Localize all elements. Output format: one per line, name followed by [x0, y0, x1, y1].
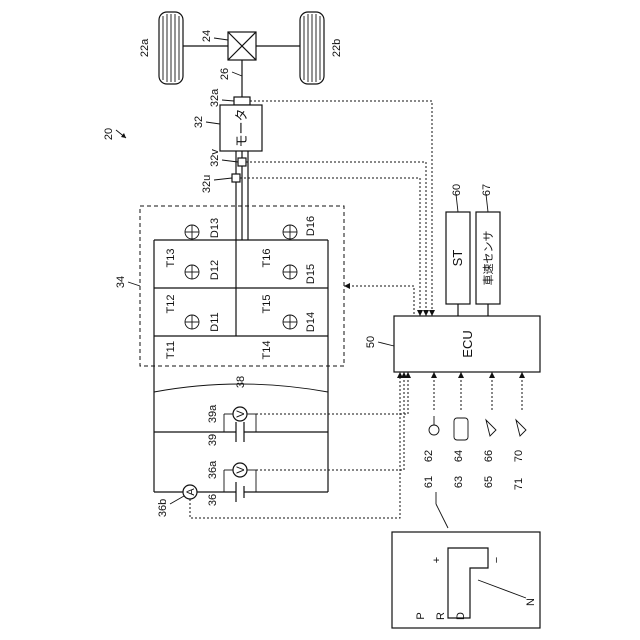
- label-t12: T12: [165, 295, 177, 314]
- transistor-t13: [185, 225, 199, 239]
- label-39a: 39a: [207, 404, 219, 423]
- shift-lever-sensor-63: [454, 418, 468, 440]
- gauge-v-39a: V: [235, 410, 247, 418]
- shift-r-label: R: [435, 612, 447, 620]
- rotation-sensor-32a: [234, 97, 250, 105]
- label-50: 50: [365, 336, 377, 348]
- shift-d-label: D: [455, 612, 467, 620]
- accelerator-pedal-sensor-65: [486, 420, 496, 436]
- transistor-t15: [283, 265, 297, 279]
- label-38: 38: [235, 376, 247, 388]
- label-d12: D12: [209, 260, 221, 280]
- transistor-t16: [283, 225, 297, 239]
- speed-sensor-text: 車速センサ: [481, 231, 495, 286]
- label-n: N: [525, 598, 537, 606]
- label-22a: 22a: [139, 38, 151, 57]
- label-71: 71: [513, 478, 525, 490]
- ignition-switch-62: [429, 416, 439, 435]
- label-24: 24: [201, 30, 213, 42]
- current-sensor-32v: [238, 158, 246, 166]
- label-66: 66: [483, 450, 495, 462]
- ecu-text: ECU: [460, 330, 475, 357]
- label-64: 64: [453, 450, 465, 462]
- label-65: 65: [483, 476, 495, 488]
- label-60: 60: [451, 184, 463, 196]
- signal-line-36b: [190, 372, 400, 518]
- signal-line-32a: [250, 101, 432, 316]
- signal-line-32v: [246, 162, 426, 316]
- label-22b: 22b: [331, 39, 343, 57]
- shift-minus-label: −: [491, 557, 503, 563]
- drivetrain: [159, 12, 324, 105]
- label-67: 67: [481, 184, 493, 196]
- transistor-t11: [185, 315, 199, 329]
- label-63: 63: [453, 476, 465, 488]
- signal-line-36a: [256, 372, 404, 470]
- label-t11: T11: [165, 341, 177, 359]
- label-26: 26: [219, 68, 231, 80]
- label-32: 32: [193, 116, 205, 128]
- signal-line-39a: [256, 372, 408, 414]
- label-d11: D11: [209, 312, 221, 331]
- label-t15: T15: [261, 295, 273, 314]
- label-70: 70: [513, 450, 525, 462]
- label-20: 20: [103, 128, 115, 140]
- label-36a: 36a: [207, 460, 219, 479]
- label-36: 36: [207, 494, 219, 506]
- gauge-a-36b: A: [185, 488, 197, 496]
- signal-line-inverter: [344, 286, 414, 316]
- label-d13: D13: [209, 218, 221, 238]
- label-d16: D16: [305, 216, 317, 236]
- label-t13: T13: [165, 249, 177, 268]
- transistor-t12: [185, 265, 199, 279]
- shift-plus-label: +: [431, 557, 443, 563]
- label-62: 62: [423, 450, 435, 462]
- label-34: 34: [115, 276, 127, 288]
- brake-pedal-sensor-70: [516, 420, 526, 436]
- label-d15: D15: [305, 264, 317, 284]
- label-d14: D14: [305, 312, 317, 332]
- shift-p-label: P: [415, 612, 427, 619]
- gauge-v-36a: V: [235, 466, 247, 474]
- label-32u: 32u: [201, 175, 213, 193]
- label-32a: 32a: [209, 88, 221, 107]
- label-39: 39: [207, 434, 219, 446]
- label-t14: T14: [261, 341, 273, 360]
- label-32v: 32v: [209, 149, 221, 167]
- starter-text: ST: [450, 250, 465, 267]
- label-61: 61: [423, 476, 435, 488]
- current-sensor-32u: [232, 174, 240, 182]
- label-t16: T16: [261, 249, 273, 268]
- motor-text: モータ: [234, 108, 249, 147]
- label-36b: 36b: [157, 499, 169, 517]
- transistor-t14: [283, 315, 297, 329]
